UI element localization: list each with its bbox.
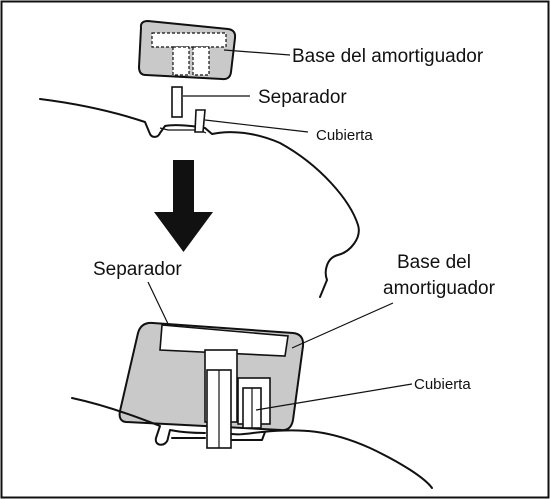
label-bottom-separator: Separador: [93, 259, 182, 280]
leader-top-cover: [204, 119, 309, 133]
bottom-body-surface: [71, 397, 206, 446]
top-body-surface: [39, 98, 360, 298]
label-bottom-base-line1: Base del: [397, 252, 471, 273]
top-separator-part: [171, 86, 183, 118]
label-top-separator: Separador: [258, 87, 347, 108]
label-bottom-cover: Cubierta: [414, 376, 471, 393]
leader-bottom-cover: [255, 383, 413, 411]
leader-top-base: [223, 49, 291, 56]
bottom-body-surface-right: [231, 429, 433, 489]
leader-bottom-base: [291, 302, 394, 349]
top-cover-part: [194, 109, 206, 133]
down-arrow-icon: [154, 160, 213, 252]
bottom-body-underside-right: [231, 431, 266, 441]
top-damper-base: [137, 19, 237, 81]
label-top-cover: Cubierta: [316, 127, 373, 144]
label-top-base: Base del amortiguador: [292, 46, 484, 67]
label-bottom-base-line2: amortiguador: [383, 278, 496, 299]
